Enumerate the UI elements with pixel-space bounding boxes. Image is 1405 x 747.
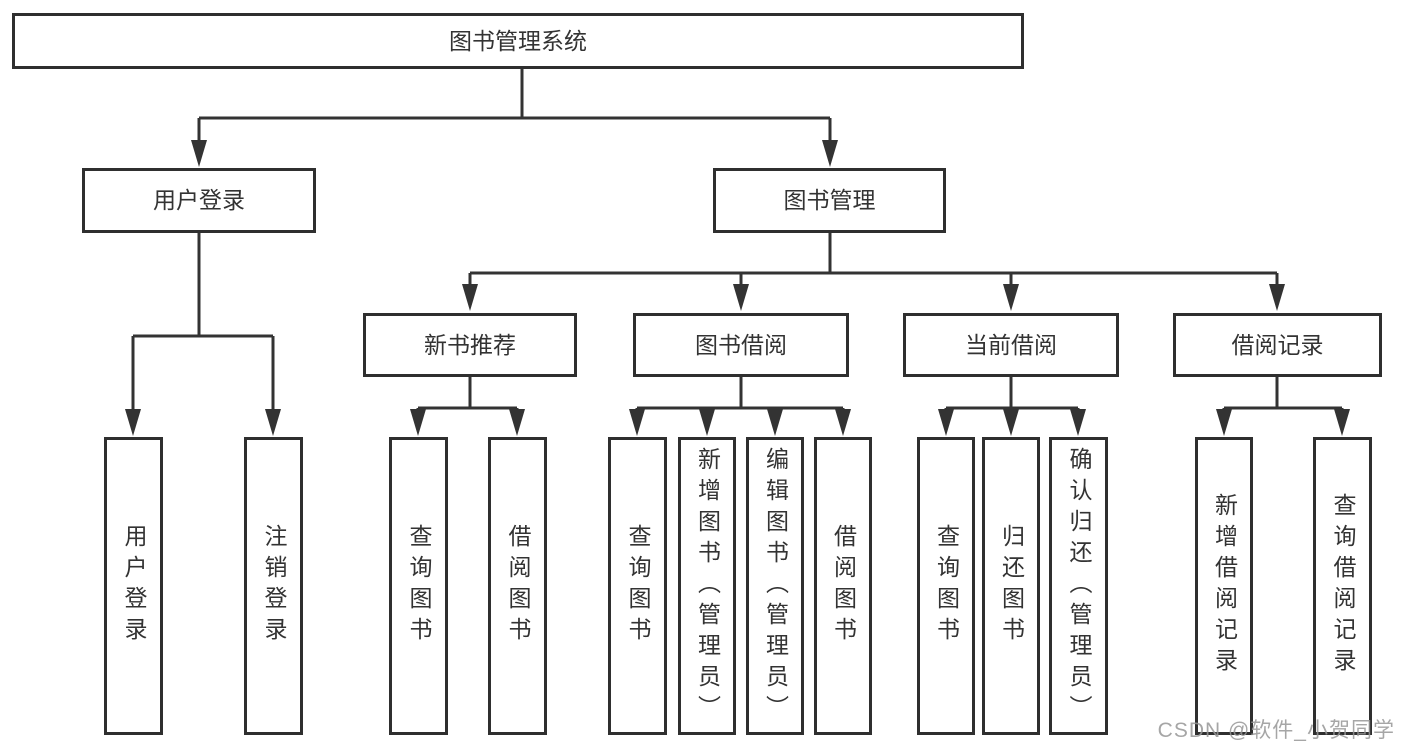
node-book-management-label: 图书管理	[783, 187, 876, 213]
node-leaf-query-borrow-record: 查询借阅记录	[1313, 437, 1372, 735]
node-leaf-logout-label: 注销登录	[261, 524, 287, 648]
node-leaf-borrow-book-recommend: 借阅图书	[488, 437, 547, 735]
node-current-borrow-label: 当前借阅	[965, 331, 1057, 358]
node-user-login: 用户登录	[82, 168, 316, 233]
node-borrow-records: 借阅记录	[1173, 313, 1382, 377]
node-leaf-add-book-admin-label: 新增图书（管理员）	[694, 446, 721, 726]
node-leaf-user-login-label: 用户登录	[121, 524, 147, 648]
node-root: 图书管理系统	[12, 13, 1024, 69]
node-leaf-edit-book-admin-label: 编辑图书（管理员）	[762, 446, 789, 726]
node-book-borrow-label: 图书借阅	[695, 331, 787, 358]
node-leaf-confirm-return-admin-label: 确认归还（管理员）	[1066, 446, 1092, 726]
node-leaf-borrow-book-label: 借阅图书	[830, 524, 857, 648]
arrowheads	[125, 140, 1350, 436]
node-leaf-query-book-borrow-label: 查询图书	[625, 524, 651, 648]
node-leaf-add-book-admin: 新增图书（管理员）	[678, 437, 736, 735]
node-borrow-records-label: 借阅记录	[1231, 331, 1324, 358]
node-leaf-add-borrow-record-label: 新增借阅记录	[1211, 493, 1238, 679]
node-leaf-return-book: 归还图书	[982, 437, 1040, 735]
node-leaf-query-book-current-label: 查询图书	[933, 524, 960, 648]
node-leaf-query-book-current: 查询图书	[917, 437, 975, 735]
node-leaf-query-borrow-record-label: 查询借阅记录	[1330, 493, 1356, 679]
node-leaf-logout: 注销登录	[244, 437, 303, 735]
node-leaf-query-book-borrow: 查询图书	[608, 437, 667, 735]
node-leaf-borrow-book: 借阅图书	[814, 437, 872, 735]
node-book-borrow: 图书借阅	[633, 313, 849, 377]
node-current-borrow: 当前借阅	[903, 313, 1119, 377]
node-new-book-recommend-label: 新书推荐	[424, 331, 516, 358]
node-leaf-query-book-recommend-label: 查询图书	[406, 524, 432, 648]
node-root-label: 图书管理系统	[449, 27, 587, 54]
node-leaf-return-book-label: 归还图书	[998, 524, 1025, 648]
node-leaf-borrow-book-recommend-label: 借阅图书	[505, 524, 531, 648]
node-leaf-query-book-recommend: 查询图书	[389, 437, 448, 735]
node-leaf-confirm-return-admin: 确认归还（管理员）	[1049, 437, 1108, 735]
node-leaf-edit-book-admin: 编辑图书（管理员）	[746, 437, 804, 735]
node-book-management: 图书管理	[713, 168, 946, 233]
node-new-book-recommend: 新书推荐	[363, 313, 577, 377]
node-user-login-label: 用户登录	[153, 187, 245, 213]
node-leaf-add-borrow-record: 新增借阅记录	[1195, 437, 1253, 735]
node-leaf-user-login: 用户登录	[104, 437, 163, 735]
